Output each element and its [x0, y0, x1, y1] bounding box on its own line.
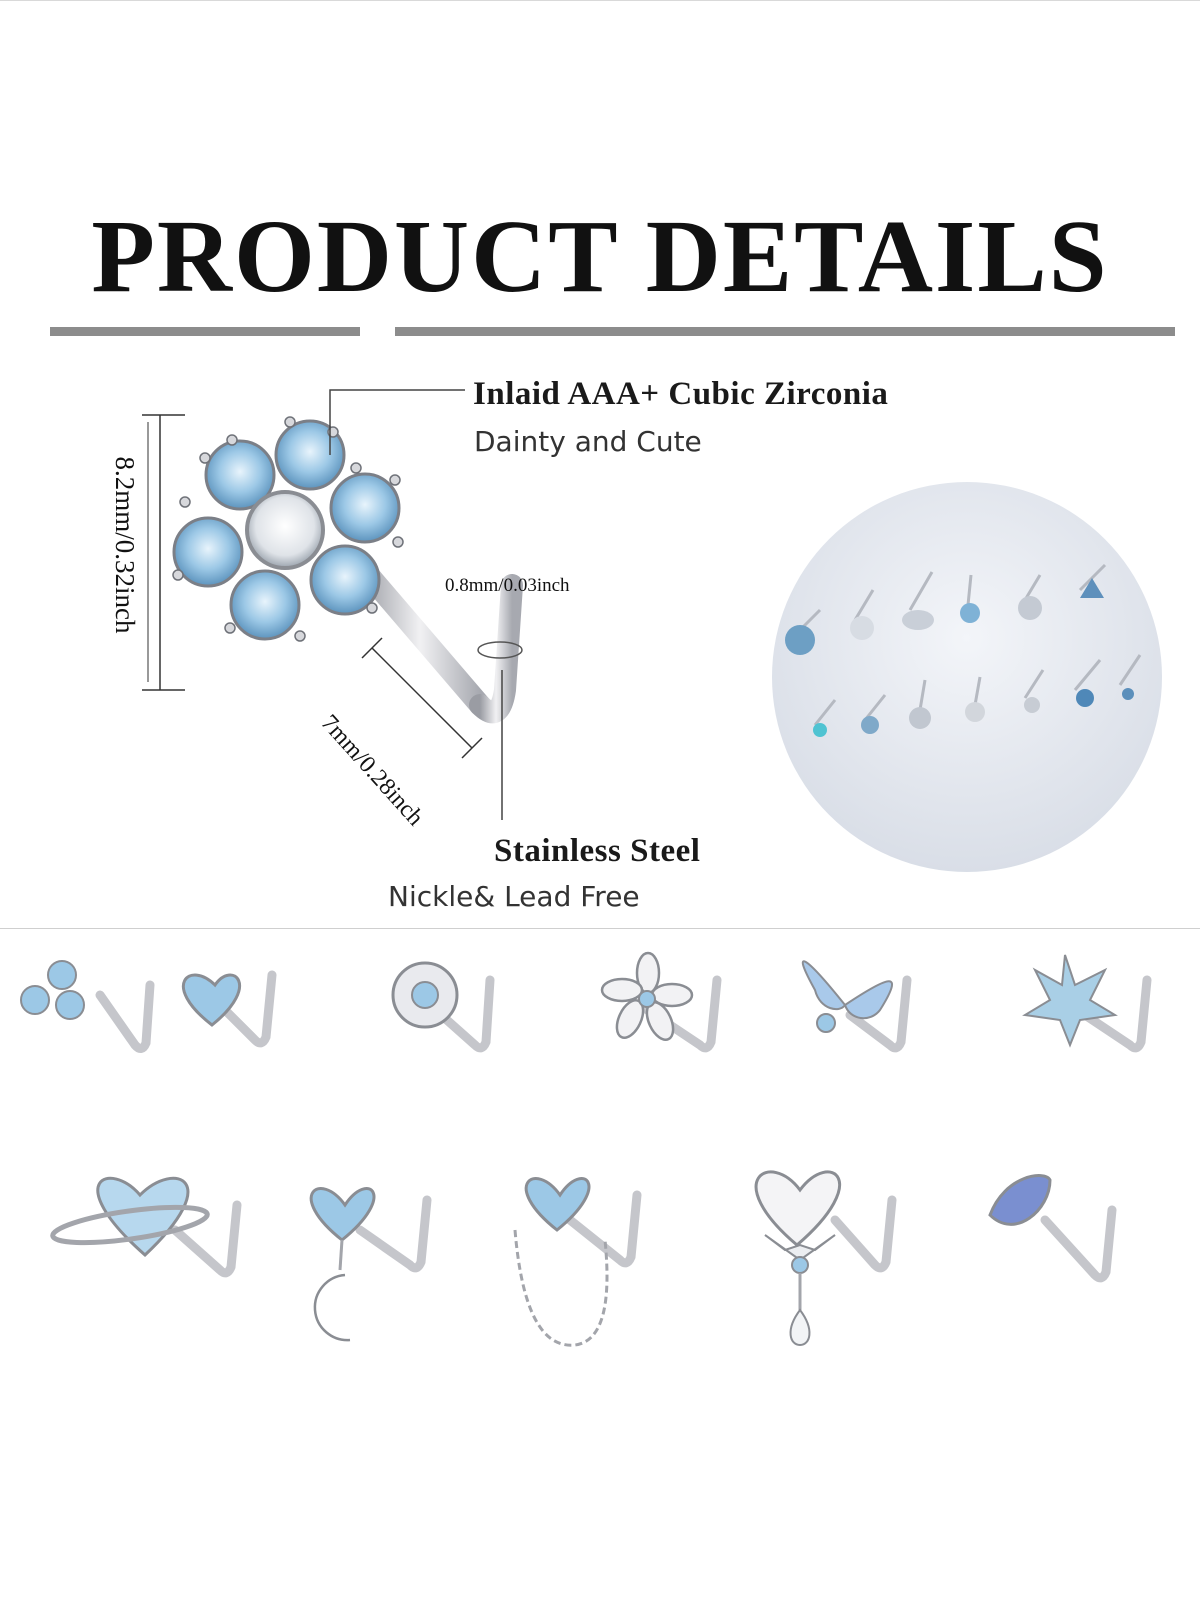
- top-border: [0, 0, 1200, 1]
- butterfly-stud-icon: [801, 960, 893, 1033]
- collection-photo-circle: [772, 482, 1162, 872]
- heart-stud-icon: [181, 973, 242, 1027]
- clover-stud-icon: [20, 960, 85, 1020]
- height-dimension: [142, 414, 185, 691]
- heart-chain-dangle-icon: [513, 1177, 609, 1347]
- flower-gem-head: [172, 416, 404, 642]
- gallery-row-1: [20, 951, 1152, 1053]
- section-divider: [0, 928, 1200, 929]
- material-callout-subtitle: Nickle& Lead Free: [388, 880, 640, 913]
- stone-leader-line: [329, 389, 465, 455]
- gauge-label: 0.8mm/0.03inch: [445, 575, 570, 596]
- marquise-stud-icon: [988, 1174, 1052, 1226]
- heart-flower-stud-icon: [391, 961, 459, 1029]
- l-post: [349, 554, 523, 724]
- title-underline-left: [50, 327, 360, 336]
- page-title: PRODUCT DETAILS: [91, 199, 1109, 314]
- post-length-dimension: [361, 637, 483, 759]
- leaf-stud-icon: [1022, 954, 1118, 1048]
- winged-heart-dangle-icon: [754, 1170, 842, 1347]
- stone-callout-title: Inlaid AAA+ Cubic Zirconia: [473, 376, 889, 412]
- planet-heart-stud-icon: [50, 1176, 210, 1258]
- daisy-stud-icon: [600, 951, 694, 1041]
- stone-callout-subtitle: Dainty and Cute: [474, 425, 702, 458]
- material-callout-title: Stainless Steel: [494, 833, 701, 869]
- title-underline-right: [395, 327, 1175, 336]
- main-product-diagram: [142, 389, 523, 820]
- gallery-row-2: [50, 1170, 1117, 1347]
- heart-moon-dangle-icon: [309, 1187, 376, 1342]
- height-dimension-label: 8.2mm/0.32inch: [110, 456, 140, 634]
